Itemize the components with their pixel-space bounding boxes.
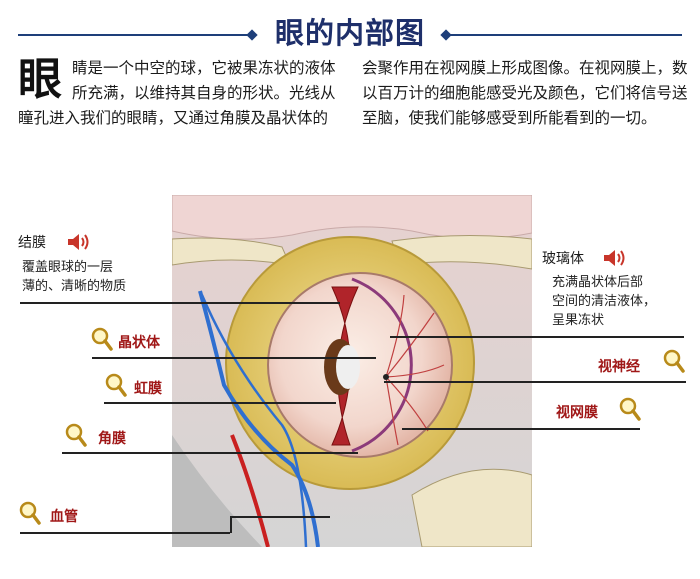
lower-socket xyxy=(172,435,262,547)
title-bar: 眼的内部图 xyxy=(0,8,700,52)
speaker-icon[interactable] xyxy=(602,248,626,268)
blue-vessel xyxy=(198,290,320,547)
label-iris: 虹膜 xyxy=(134,381,162,397)
retina-lining xyxy=(351,277,413,453)
desc-vitreous-line1: 充满晶状体后部 xyxy=(552,275,644,290)
red-vessel xyxy=(230,434,270,547)
lower-bone xyxy=(411,468,532,547)
blue-vessel-branch xyxy=(200,294,308,547)
retinal-vessels xyxy=(385,294,445,446)
pupil-highlight xyxy=(336,345,360,389)
desc-conjunctiva-line1: 覆盖眼球的一层 xyxy=(22,260,114,275)
optic-disc xyxy=(383,374,389,380)
magnifier-icon[interactable] xyxy=(64,422,88,448)
label-lens: 晶状体 xyxy=(118,335,160,351)
intro-right-text: 会聚作用在视网膜上形成图像。在视网膜上，数以百万计的细胞能感受光及颜色，它们将信… xyxy=(362,59,688,127)
desc-vitreous-line2: 空间的清洁液体， xyxy=(552,294,657,309)
drop-cap: 眼 xyxy=(18,54,62,105)
magnifier-icon[interactable] xyxy=(18,500,42,526)
page-title: 眼的内部图 xyxy=(274,16,425,50)
leader-optic-nerve xyxy=(384,381,686,383)
leader-cornea xyxy=(62,452,358,454)
label-cornea: 角膜 xyxy=(98,431,126,447)
upper-bone-right xyxy=(391,234,532,270)
label-optic-nerve: 视神经 xyxy=(598,359,640,375)
leader-vitreous xyxy=(390,336,684,338)
leader-retina xyxy=(402,428,640,430)
magnifier-icon[interactable] xyxy=(662,348,686,374)
label-conjunctiva: 结膜 xyxy=(18,235,46,251)
magnifier-icon[interactable] xyxy=(618,396,642,422)
eye-cross-section-illustration xyxy=(172,195,532,547)
title-rule-left xyxy=(18,34,250,36)
intro-right-column: 会聚作用在视网膜上形成图像。在视网膜上，数以百万计的细胞能感受光及颜色，它们将信… xyxy=(362,56,692,131)
label-blood-vessel: 血管 xyxy=(50,509,78,525)
title-diamond-left xyxy=(246,29,258,41)
desc-conjunctiva-line2: 薄的、清晰的物质 xyxy=(22,279,127,294)
intro-left-column: 眼 睛是一个中空的球，它被果冻状的液体所充满，以维持其自身的形状。光线从瞳孔进入… xyxy=(18,56,348,131)
desc-vitreous-line3: 呈果冻状 xyxy=(552,313,605,328)
leader-blood-vessel-riser xyxy=(230,516,232,533)
leader-iris xyxy=(104,402,336,404)
leader-lens xyxy=(92,357,376,359)
leader-conjunctiva xyxy=(20,302,340,304)
speaker-icon[interactable] xyxy=(66,232,90,252)
leader-blood-vessel-top xyxy=(230,516,330,518)
intro-left-text: 睛是一个中空的球，它被果冻状的液体所充满，以维持其自身的形状。光线从瞳孔进入我们… xyxy=(18,59,336,127)
label-vitreous: 玻璃体 xyxy=(542,251,584,267)
leader-blood-vessel xyxy=(20,532,230,534)
magnifier-icon[interactable] xyxy=(90,326,114,352)
magnifier-icon[interactable] xyxy=(104,372,128,398)
title-rule-right xyxy=(446,34,682,36)
label-retina: 视网膜 xyxy=(556,405,598,421)
eyeball xyxy=(267,272,453,458)
